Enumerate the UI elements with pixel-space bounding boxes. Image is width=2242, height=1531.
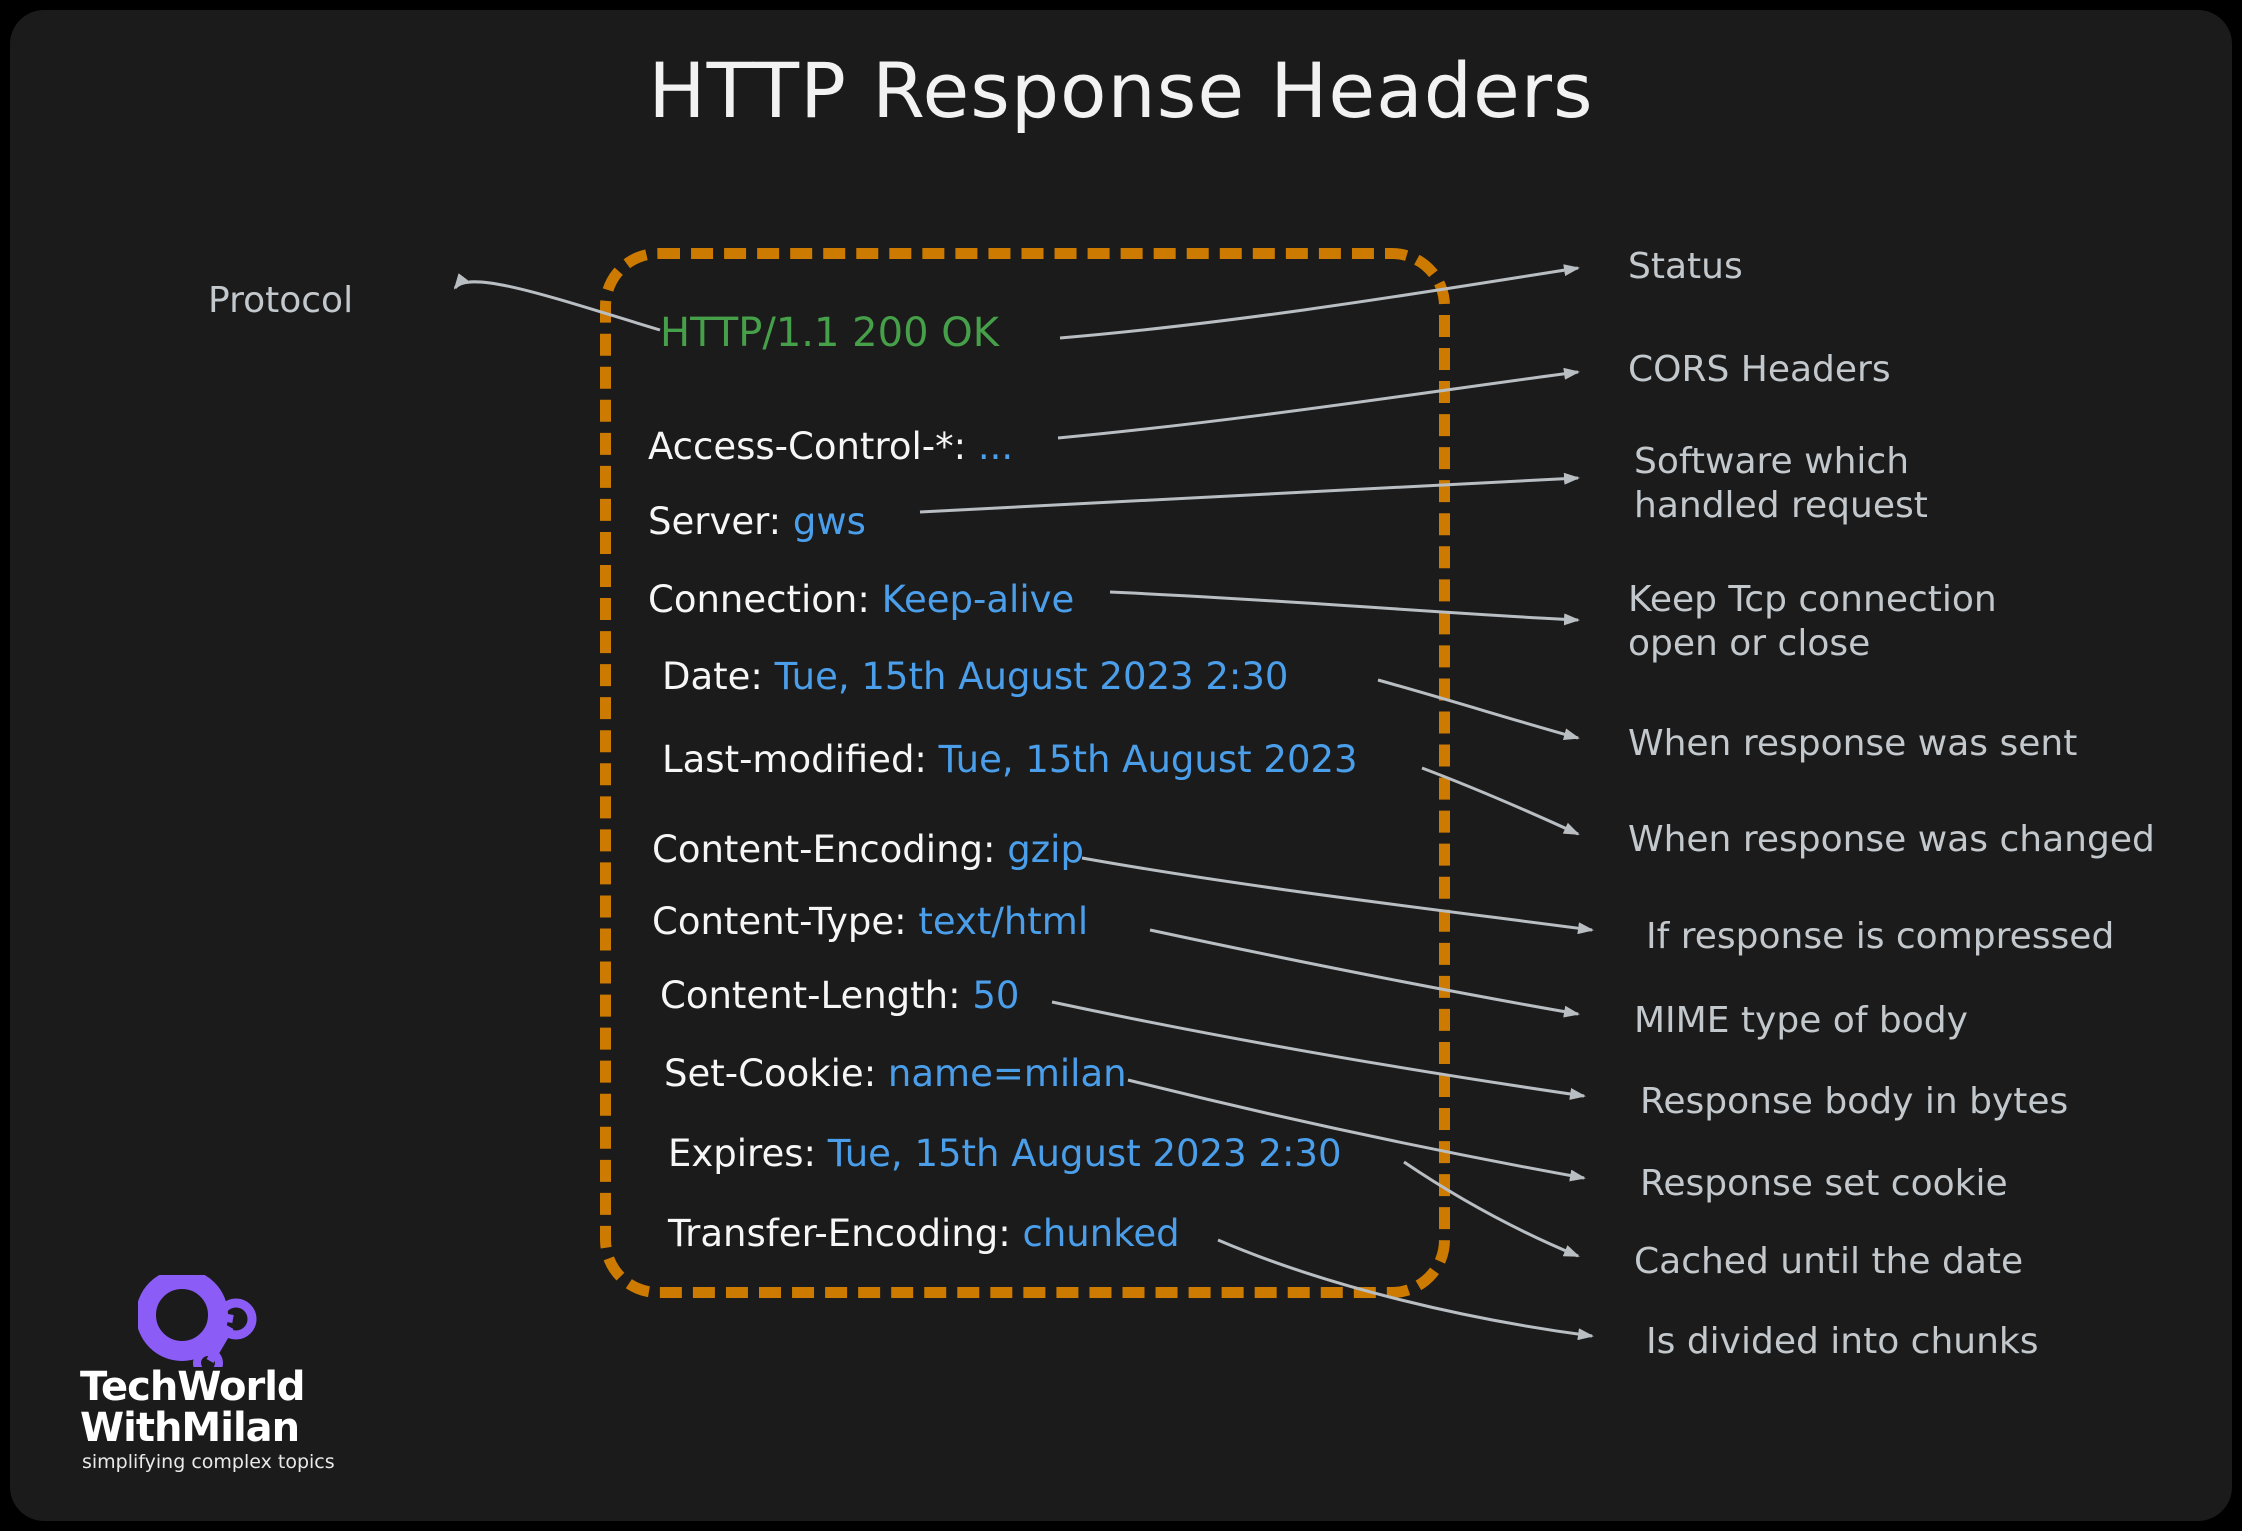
logo-wordmark: TechWorld WithMilan — [80, 1367, 340, 1449]
header-value: text/html — [918, 900, 1089, 943]
header-line-content-type: Content-Type: text/html — [652, 900, 1088, 943]
header-line-content-length: Content-Length: 50 — [660, 974, 1019, 1017]
header-line-access-control: Access-Control-*: ... — [648, 425, 1013, 468]
header-line-content-encoding: Content-Encoding: gzip — [652, 828, 1084, 871]
header-line-server: Server: gws — [648, 500, 866, 543]
header-name: Content-Length: — [660, 974, 961, 1017]
header-name: Server: — [648, 500, 782, 543]
header-value: Tue, 15th August 2023 2:30 — [774, 655, 1289, 698]
header-name: Set-Cookie: — [664, 1052, 877, 1095]
annotation-software: Software which handled request — [1634, 441, 1928, 526]
network-node-logo-icon — [138, 1275, 257, 1367]
header-status-text: HTTP/1.1 200 OK — [660, 310, 999, 356]
annotation-status: Status — [1628, 246, 1743, 287]
header-line-status: HTTP/1.1 200 OK — [660, 310, 999, 356]
annotation-cached-until: Cached until the date — [1634, 1241, 2024, 1282]
header-name: Last-modified: — [662, 738, 927, 781]
header-name: Transfer-Encoding: — [668, 1212, 1011, 1255]
header-line-transfer-encoding: Transfer-Encoding: chunked — [668, 1212, 1180, 1255]
annotation-response-sent: When response was sent — [1628, 723, 2078, 764]
header-name: Date: — [662, 655, 763, 698]
annotation-chunks: Is divided into chunks — [1646, 1321, 2039, 1362]
header-value: gzip — [1007, 828, 1084, 871]
diagram-board — [10, 10, 2232, 1521]
header-value: Tue, 15th August 2023 2:30 — [827, 1132, 1342, 1175]
header-value: Tue, 15th August 2023 — [938, 738, 1358, 781]
header-name: Expires: — [668, 1132, 816, 1175]
header-value: chunked — [1022, 1212, 1180, 1255]
annotation-compressed: If response is compressed — [1646, 916, 2115, 957]
annotation-set-cookie: Response set cookie — [1640, 1163, 2008, 1204]
header-line-expires: Expires: Tue, 15th August 2023 2:30 — [668, 1132, 1342, 1175]
header-name: Access-Control-*: — [648, 425, 967, 468]
header-value: ... — [977, 425, 1014, 468]
header-name: Connection: — [648, 578, 870, 621]
annotation-cors-headers: CORS Headers — [1628, 349, 1891, 390]
page-title: HTTP Response Headers — [648, 46, 1594, 135]
header-value: gws — [792, 500, 866, 543]
annotation-response-changed: When response was changed — [1628, 819, 2155, 860]
logo-tagline: simplifying complex topics — [82, 1451, 335, 1473]
header-line-date: Date: Tue, 15th August 2023 2:30 — [662, 655, 1288, 698]
left-label-protocol: Protocol — [208, 280, 354, 321]
brand-logo: TechWorld WithMilan simplifying complex … — [80, 1275, 340, 1475]
header-value: 50 — [972, 974, 1020, 1017]
annotation-mime-type: MIME type of body — [1634, 1000, 1968, 1041]
header-line-set-cookie: Set-Cookie: name=milan — [664, 1052, 1127, 1095]
header-line-connection: Connection: Keep-alive — [648, 578, 1074, 621]
logo-line-2: WithMilan — [80, 1404, 300, 1451]
header-line-last-modified: Last-modified: Tue, 15th August 2023 — [662, 738, 1358, 781]
annotation-body-bytes: Response body in bytes — [1640, 1081, 2069, 1122]
header-value: name=milan — [887, 1052, 1127, 1095]
logo-line-1: TechWorld — [80, 1364, 306, 1410]
header-name: Content-Type: — [652, 900, 907, 943]
header-value: Keep-alive — [881, 578, 1075, 621]
annotation-keep-tcp: Keep Tcp connection open or close — [1628, 579, 1997, 664]
header-name: Content-Encoding: — [652, 828, 996, 871]
